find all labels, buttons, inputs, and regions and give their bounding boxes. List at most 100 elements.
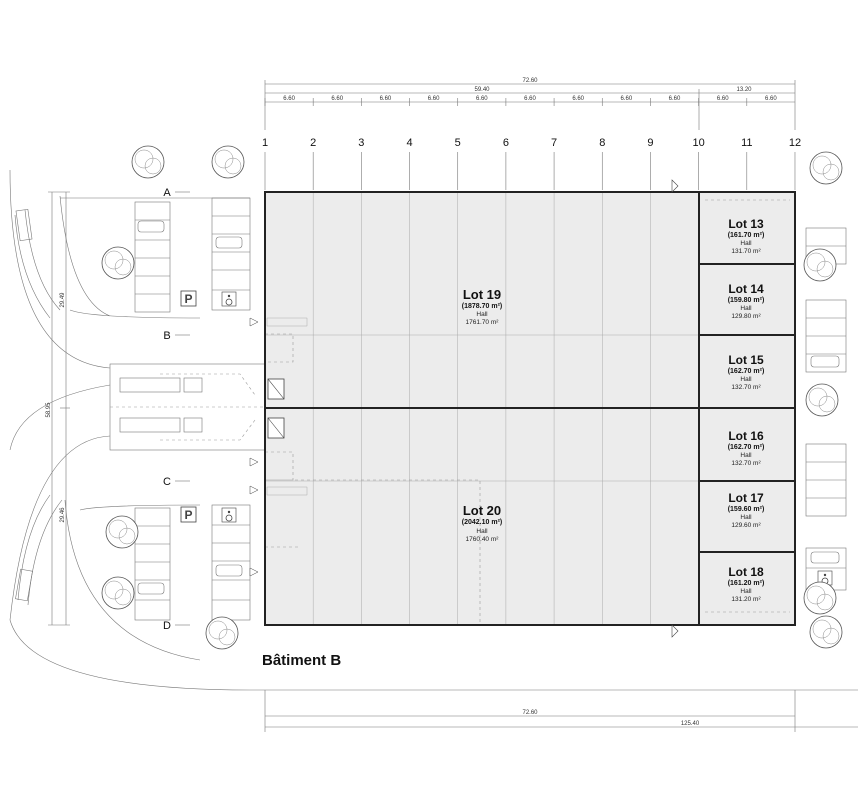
lot-19-label: Lot 19 (1878.70 m²) Hall 1761.70 m² (462, 287, 502, 326)
hall-area: 132.70 m² (731, 460, 761, 467)
grid-row-label: B (163, 330, 170, 342)
lot-name: Lot 20 (463, 503, 501, 518)
dim-bay: 6.60 (283, 96, 295, 102)
hall-label: Hall (740, 305, 752, 312)
car-icon (810, 355, 840, 368)
grid-row-label: D (163, 620, 171, 632)
tree-icon (105, 515, 139, 549)
wheelchair-icon (817, 570, 833, 586)
tree-icon (205, 616, 239, 650)
truck-icons (15, 208, 203, 602)
lot-labels: Lot 19 (1878.70 m²) Hall 1761.70 m² Lot … (462, 217, 765, 603)
grid-column-label: 4 (406, 137, 412, 149)
dim-bay: 6.60 (572, 96, 584, 102)
grid-column-label: 6 (503, 137, 509, 149)
lot-name: Lot 14 (728, 282, 764, 296)
lot-area: (159.80 m²) (728, 297, 765, 304)
dim-bay: 6.60 (476, 96, 488, 102)
parking-lower-left: P (134, 504, 251, 621)
wheelchair-icon (221, 507, 237, 523)
car-icon (810, 551, 840, 564)
bottom-dimensions: 72.60 125.40 (264, 690, 858, 732)
truck-icon (15, 208, 33, 242)
grid-column-label: 5 (455, 137, 461, 149)
hall-label: Hall (740, 588, 752, 595)
grid-row-label: A (163, 187, 171, 199)
grid-column-label: 9 (647, 137, 653, 149)
dim-site-bottom: 125.40 (681, 721, 700, 727)
grid-column-label: 11 (741, 137, 752, 149)
tree-icon (803, 581, 837, 615)
lot-15-label: Lot 15 (162.70 m²) Hall 132.70 m² (728, 353, 765, 391)
dim-bay: 6.60 (717, 96, 729, 102)
hall-label: Hall (740, 240, 752, 247)
hall-label: Hall (740, 376, 752, 383)
lot-area: (161.20 m²) (728, 580, 765, 587)
lot-name: Lot 17 (728, 491, 764, 505)
grid-column-label: 2 (310, 137, 316, 149)
tree-icon (809, 615, 843, 649)
lot-17-label: Lot 17 (159.60 m²) Hall 129.60 m² (728, 491, 765, 529)
lot-name: Lot 15 (728, 353, 764, 367)
car-icon (137, 220, 165, 233)
lot-area: (2042.10 m²) (462, 519, 502, 526)
dim-bay: 6.60 (669, 96, 681, 102)
top-dimensions: 72.60 59.40 13.20 6.60 6.60 6.60 6.60 6.60 6.… (264, 78, 796, 130)
lot-18-label: Lot 18 (161.20 m²) Hall 131.20 m² (728, 565, 765, 603)
hall-area: 131.20 m² (731, 596, 761, 603)
tree-icon (131, 145, 165, 179)
dim-vertical-lower: 29.46 (60, 507, 66, 523)
parking-sign (180, 290, 197, 307)
dim-bay: 6.60 (331, 96, 343, 102)
dim-bay: 6.60 (621, 96, 633, 102)
hall-area: 129.60 m² (731, 522, 761, 529)
wheelchair-icon (221, 291, 237, 307)
dim-bay: 6.60 (380, 96, 392, 102)
car-icon (215, 236, 243, 249)
hall-label: Hall (476, 528, 488, 535)
grid-column-label: 3 (358, 137, 364, 149)
dim-right-span: 13.20 (736, 87, 752, 93)
lot-name: Lot 16 (728, 429, 764, 443)
lot-area: (162.70 m²) (728, 368, 765, 375)
lot-name: Lot 19 (463, 287, 501, 302)
tree-icon (101, 576, 135, 610)
hall-area: 1761.70 m² (466, 319, 500, 326)
grid-column-label: 10 (692, 137, 704, 149)
entrance-markers (249, 179, 679, 638)
lot-area: (1878.70 m²) (462, 303, 502, 310)
dim-vertical-total: 58.95 (46, 402, 52, 418)
parking-sign (180, 506, 197, 523)
lot-20-label: Lot 20 (2042.10 m²) Hall 1760.40 m² (462, 503, 502, 543)
hall-area: 131.70 m² (731, 248, 761, 255)
hall-label: Hall (740, 514, 752, 521)
dim-left-span: 59.40 (474, 87, 490, 93)
lot-14-label: Lot 14 (159.80 m²) Hall 129.80 m² (728, 282, 765, 320)
building-b (264, 191, 796, 626)
dim-bay: 6.60 (765, 96, 777, 102)
tree-icon (101, 246, 135, 280)
lot-area: (161.70 m²) (728, 232, 765, 239)
lot-name: Lot 18 (728, 565, 764, 579)
grid-column-label: 7 (551, 137, 557, 149)
lot-13-label: Lot 13 (161.70 m²) Hall 131.70 m² (728, 217, 765, 255)
dim-vertical-upper: 29.49 (60, 292, 66, 308)
hall-area: 129.80 m² (731, 313, 761, 320)
parking-upper-left: P (134, 197, 251, 313)
lot-area: (162.70 m²) (728, 444, 765, 451)
tree-icon (809, 151, 843, 185)
truck-icon (119, 377, 181, 393)
parking-sign-label: P (184, 292, 192, 306)
lot-name: Lot 13 (728, 217, 764, 231)
dim-overall-bottom: 72.60 (522, 710, 538, 716)
hall-area: 1760.40 m² (466, 536, 500, 543)
dim-overall-top: 72.60 (522, 78, 538, 84)
hall-label: Hall (740, 452, 752, 459)
parking-sign-label: P (184, 508, 192, 522)
lot-area: (159.60 m²) (728, 506, 765, 513)
car-icon (137, 582, 165, 595)
grid-column-label: 1 (262, 137, 268, 149)
